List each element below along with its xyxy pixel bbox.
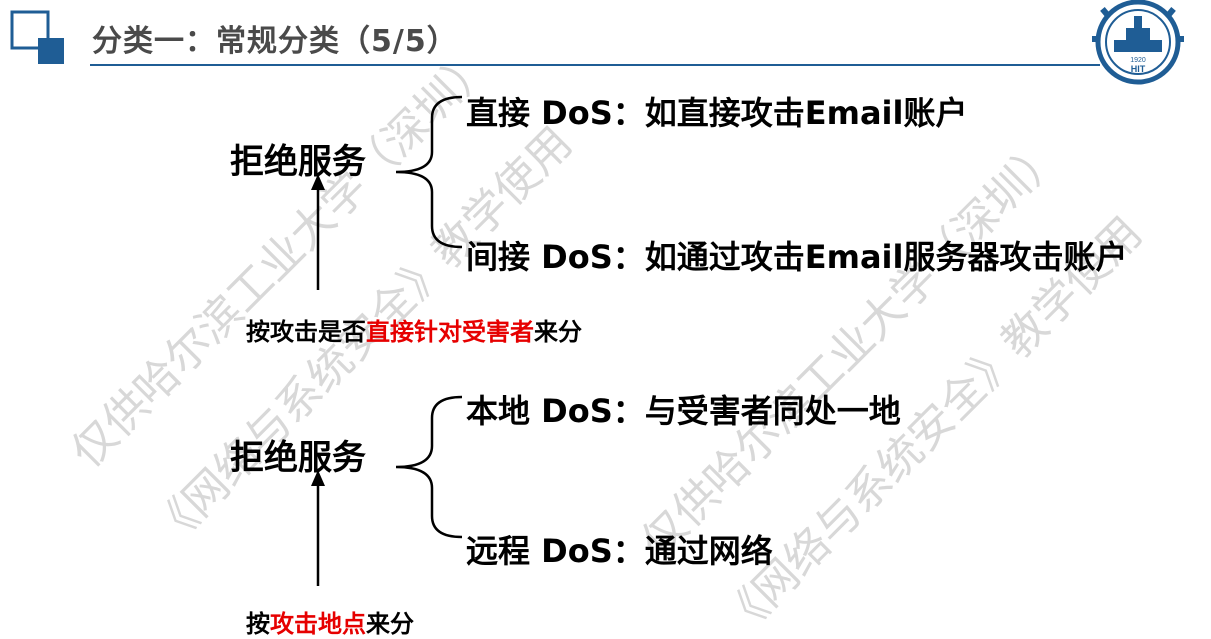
group2-item-local: 本地 DoS：与受害者同处一地 bbox=[466, 392, 901, 430]
group1-item-indirect: 间接 DoS：如通过攻击Email服务器攻击账户 bbox=[466, 238, 1128, 276]
arrow-head-group2 bbox=[311, 470, 325, 486]
brace-group1 bbox=[395, 95, 463, 249]
group2-item-remote: 远程 DoS：通过网络 bbox=[466, 532, 773, 570]
group2-note-highlight: 攻击地点 bbox=[270, 610, 366, 638]
group2-note-prefix: 按 bbox=[246, 610, 270, 638]
group1-criterion-note: 按攻击是否直接针对受害者来分 bbox=[246, 312, 582, 347]
hit-logo: 1920 HIT bbox=[1092, 0, 1184, 85]
logo-text: HIT bbox=[1131, 64, 1146, 74]
page-title: 分类一：常规分类（5/5） bbox=[92, 24, 458, 59]
title-corner-icon bbox=[10, 10, 64, 64]
group1-note-suffix: 来分 bbox=[534, 318, 582, 346]
logo-year: 1920 bbox=[1130, 57, 1146, 64]
group2-criterion-note: 按攻击地点来分 bbox=[246, 604, 414, 639]
group1-item-direct: 直接 DoS：如直接攻击Email账户 bbox=[466, 94, 968, 132]
title-underline bbox=[90, 64, 1100, 66]
group1-root-label: 拒绝服务 bbox=[230, 142, 366, 182]
group2-note-suffix: 来分 bbox=[366, 610, 414, 638]
group1-note-highlight: 直接针对受害者 bbox=[366, 318, 534, 346]
group2-root-label: 拒绝服务 bbox=[230, 438, 366, 478]
arrow-head-group1 bbox=[311, 174, 325, 190]
brace-group2 bbox=[395, 395, 463, 539]
group1-note-prefix: 按攻击是否 bbox=[246, 318, 366, 346]
